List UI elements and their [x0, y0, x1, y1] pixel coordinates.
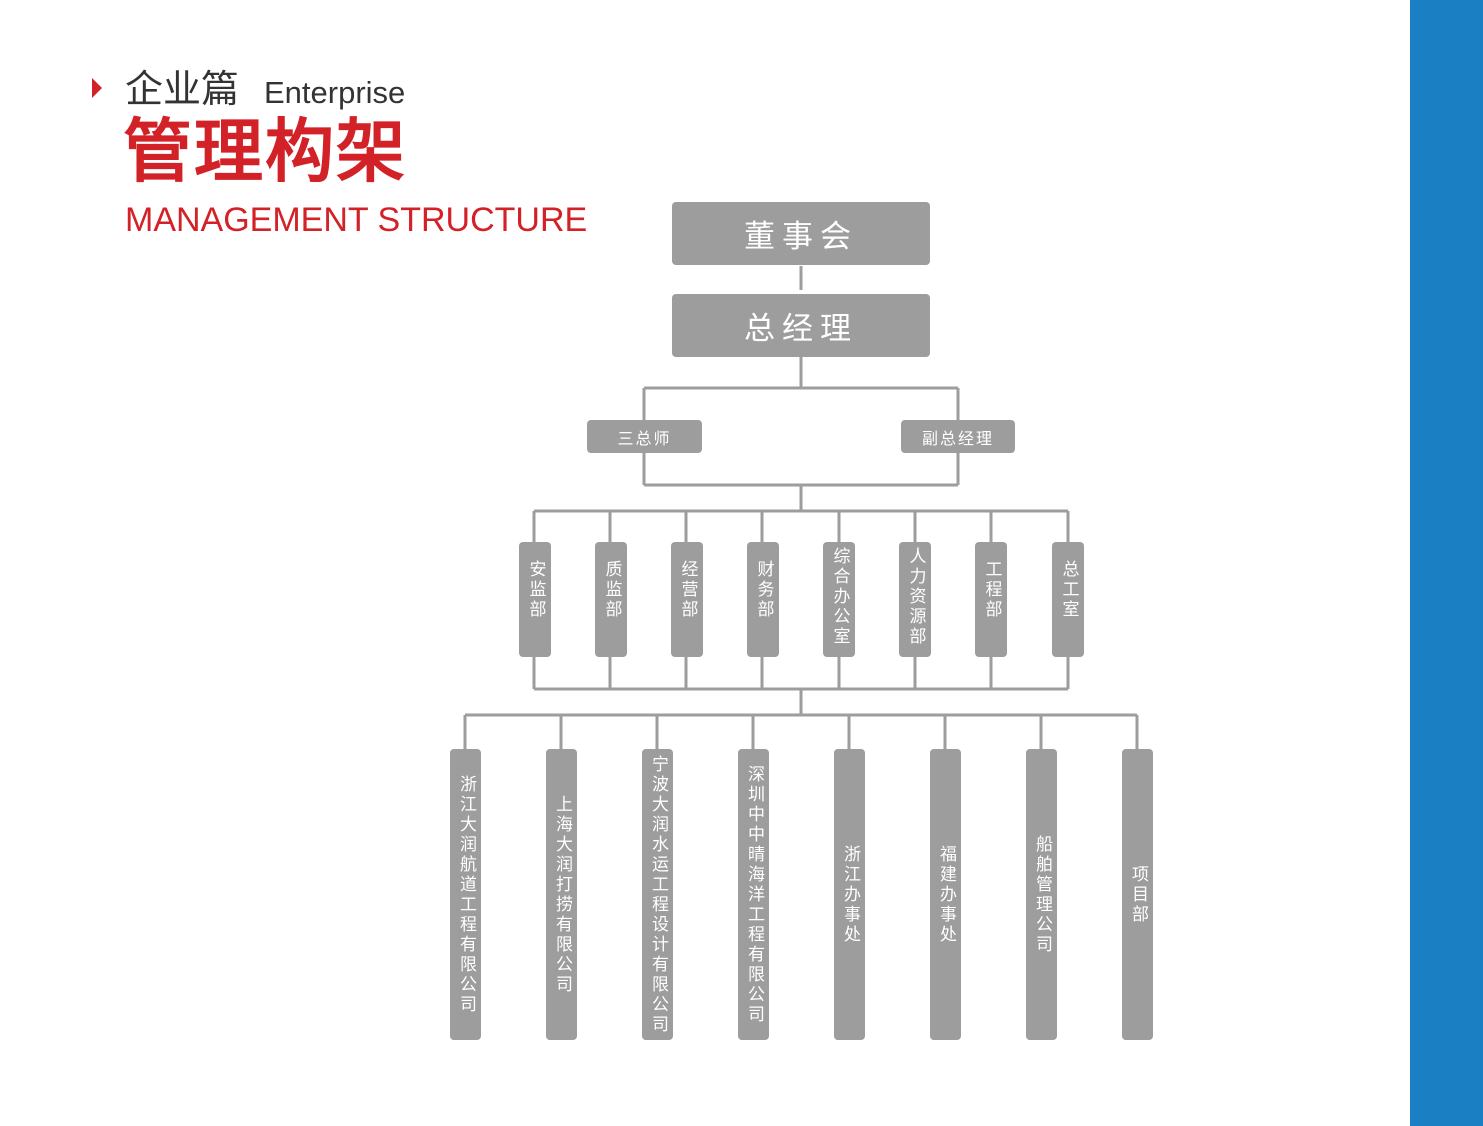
right-sidebar-bar [1410, 0, 1483, 1126]
department-label: 财务部 [753, 560, 774, 620]
subsidiary-label: 深圳中中晴海洋工程有限公司 [744, 764, 764, 1025]
subsidiary-box: 福建办事处 [930, 749, 961, 1040]
subsidiary-box: 浙江大润航道工程有限公司 [450, 749, 481, 1040]
gm-label: 总经理 [744, 311, 858, 347]
subsidiary-label: 浙江办事处 [840, 844, 860, 945]
subsidiary-label: 福建办事处 [936, 844, 956, 945]
subsidiary-box: 宁波大润水运工程设计有限公司 [642, 749, 673, 1040]
subsidiary-label: 上海大润打捞有限公司 [552, 794, 572, 995]
subsidiary-box: 上海大润打捞有限公司 [546, 749, 577, 1040]
subsidiary-label: 宁波大润水运工程设计有限公司 [648, 754, 668, 1035]
subsidiary-box: 船舶管理公司 [1026, 749, 1057, 1040]
department-label: 综合办公室 [829, 547, 850, 647]
subsidiary-box: 项目部 [1122, 749, 1153, 1040]
subsidiary-box: 深圳中中晴海洋工程有限公司 [738, 749, 769, 1040]
deputy-gm-box: 副总经理 [901, 420, 1015, 453]
board-of-directors-box: 董事会 [672, 202, 930, 265]
deputy-gm-label: 副总经理 [921, 428, 994, 448]
section-marker-icon [92, 78, 102, 98]
department-box: 工程部 [975, 542, 1007, 657]
general-manager-box: 总经理 [672, 294, 930, 357]
section-title-en: Enterprise [264, 75, 406, 110]
department-box: 人力资源部 [899, 542, 931, 657]
page-title-en: MANAGEMENT STRUCTURE [125, 201, 588, 239]
subsidiary-label: 船舶管理公司 [1032, 834, 1052, 955]
department-label: 质监部 [601, 560, 622, 620]
department-label: 总工室 [1058, 560, 1079, 620]
subsidiary-label: 项目部 [1128, 864, 1148, 925]
subsidiary-box: 浙江办事处 [834, 749, 865, 1040]
department-box: 质监部 [595, 542, 627, 657]
department-label: 工程部 [981, 560, 1002, 620]
department-label: 安监部 [525, 560, 546, 620]
section-title-cn: 企业篇 [125, 67, 240, 111]
department-label: 人力资源部 [905, 547, 926, 647]
subsidiary-label: 浙江大润航道工程有限公司 [456, 774, 476, 1015]
department-label: 经营部 [677, 560, 698, 620]
department-box: 总工室 [1052, 542, 1084, 657]
department-box: 经营部 [671, 542, 703, 657]
department-box: 安监部 [519, 542, 551, 657]
page-title-cn: 管理构架 [123, 112, 407, 192]
board-label: 董事会 [744, 219, 858, 255]
chief-engineers-label: 三总师 [617, 428, 672, 448]
chief-engineers-box: 三总师 [587, 420, 702, 453]
department-box: 财务部 [747, 542, 779, 657]
department-box: 综合办公室 [823, 542, 855, 657]
